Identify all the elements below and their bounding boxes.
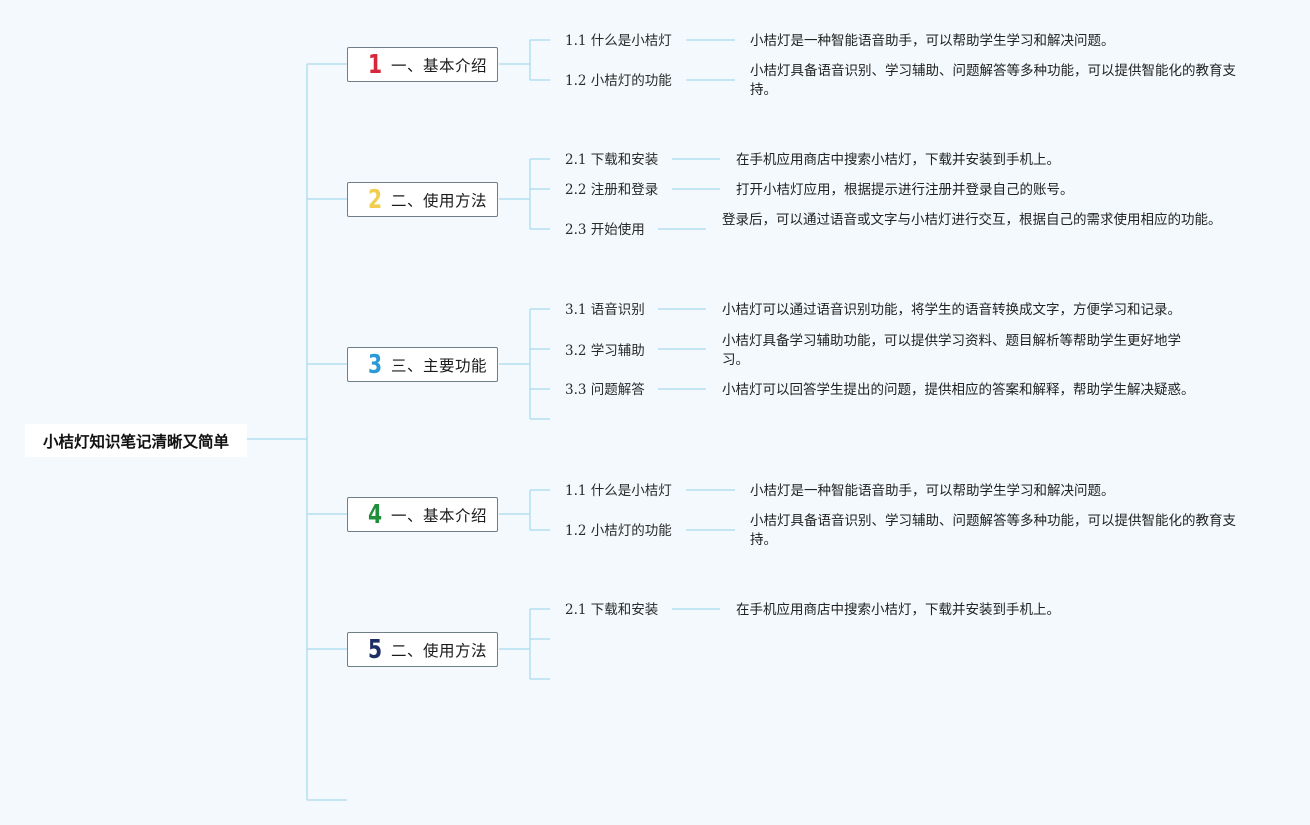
branch-number-3: 3 — [367, 349, 383, 380]
branch-node-4[interactable]: 4 一、基本介绍 — [347, 497, 498, 532]
branch-label-3: 三、主要功能 — [391, 356, 488, 375]
subtopic-label[interactable]: 3.1 语音识别 — [565, 302, 645, 318]
branch-number-5: 5 — [367, 634, 383, 665]
root-title: 小桔灯知识笔记清晰又简单 — [42, 432, 229, 451]
subtopic-description: 小桔灯是一种智能语音助手，可以帮助学生学习和解决问题。 — [750, 33, 1115, 49]
subtopic-label[interactable]: 2.3 开始使用 — [565, 222, 645, 238]
branch-node-3[interactable]: 3 三、主要功能 — [347, 347, 498, 382]
branch-node-2[interactable]: 2 二、使用方法 — [347, 182, 498, 217]
subtopic-description: 小桔灯具备语音识别、学习辅助、问题解答等多种功能，可以提供智能化的教育支持。 — [750, 513, 1236, 548]
subtopic-label[interactable]: 2.1 下载和安装 — [565, 602, 659, 618]
branch-number-2: 2 — [367, 184, 383, 215]
branch-node-5[interactable]: 5 二、使用方法 — [347, 632, 498, 667]
branch-label-2: 二、使用方法 — [391, 191, 488, 210]
root-node[interactable]: 小桔灯知识笔记清晰又简单 — [25, 424, 247, 457]
subtopic-label[interactable]: 1.2 小桔灯的功能 — [565, 523, 672, 539]
branch-number-4: 4 — [367, 499, 383, 530]
subtopic-label[interactable]: 1.2 小桔灯的功能 — [565, 73, 672, 89]
subtopic-label[interactable]: 3.2 学习辅助 — [565, 343, 645, 359]
subtopic-description: 小桔灯具备语音识别、学习辅助、问题解答等多种功能，可以提供智能化的教育支持。 — [750, 63, 1236, 98]
subtopic-description: 小桔灯是一种智能语音助手，可以帮助学生学习和解决问题。 — [750, 483, 1115, 499]
subtopic-description: 小桔灯具备学习辅助功能，可以提供学习资料、题目解析等帮助学生更好地学习。 — [722, 333, 1181, 368]
branch-label-5: 二、使用方法 — [391, 641, 488, 660]
subtopic-label[interactable]: 2.1 下载和安装 — [565, 152, 659, 168]
subtopic-description: 小桔灯可以通过语音识别功能，将学生的语音转换成文字，方便学习和记录。 — [722, 302, 1181, 318]
subtopic-label[interactable]: 3.3 问题解答 — [565, 382, 645, 398]
subtopic-description: 在手机应用商店中搜索小桔灯，下载并安装到手机上。 — [736, 602, 1060, 618]
subtopic-label[interactable]: 1.1 什么是小桔灯 — [565, 33, 672, 49]
subtopic-description: 登录后，可以通过语音或文字与小桔灯进行交互，根据自己的需求使用相应的功能。 — [722, 212, 1222, 228]
subtopic-label[interactable]: 1.1 什么是小桔灯 — [565, 483, 672, 499]
subtopic-description: 小桔灯可以回答学生提出的问题，提供相应的答案和解释，帮助学生解决疑惑。 — [722, 382, 1195, 398]
branch-number-1: 1 — [367, 49, 383, 80]
subtopic-description: 在手机应用商店中搜索小桔灯，下载并安装到手机上。 — [736, 152, 1060, 168]
subtopic-description: 打开小桔灯应用，根据提示进行注册并登录自己的账号。 — [736, 182, 1074, 198]
branch-label-4: 一、基本介绍 — [391, 506, 488, 525]
subtopic-label[interactable]: 2.2 注册和登录 — [565, 182, 659, 198]
branch-label-1: 一、基本介绍 — [391, 56, 488, 75]
branch-node-1[interactable]: 1 一、基本介绍 — [347, 47, 498, 82]
